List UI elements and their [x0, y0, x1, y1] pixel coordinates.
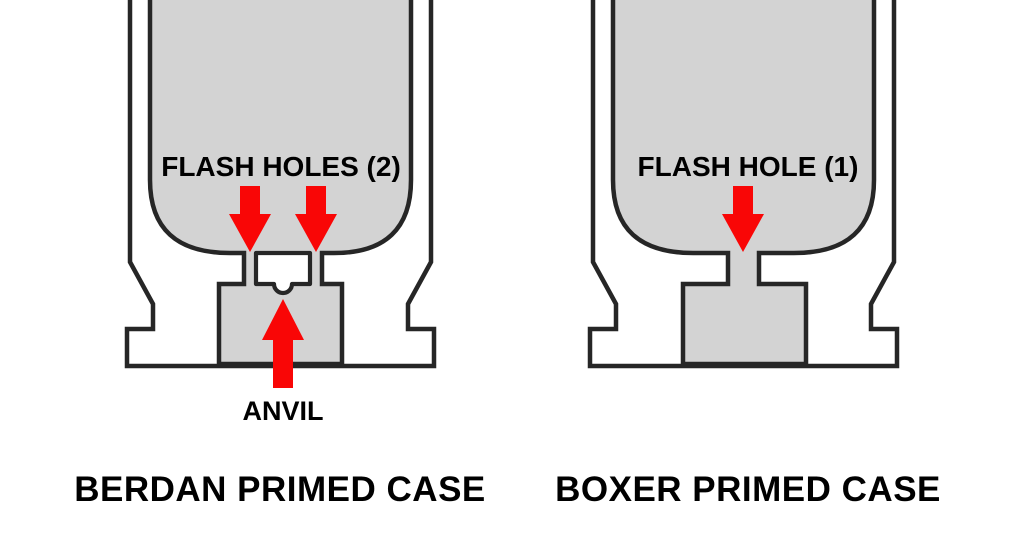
berdan-anvil-shape: [253, 250, 313, 296]
flash-hole-arrow-down-icon: [722, 186, 764, 252]
flash-hole-arrow-down-left-icon: [229, 186, 271, 252]
berdan-flash-holes-label: FLASH HOLES (2): [161, 151, 401, 182]
berdan-caption: BERDAN PRIMED CASE: [74, 470, 486, 509]
boxer-caption: BOXER PRIMED CASE: [555, 470, 941, 509]
boxer-case-diagram: FLASH HOLE (1) BOXER PRIMED CASE: [555, 0, 941, 509]
berdan-case-interior: [147, 0, 414, 367]
berdan-anvil-label: ANVIL: [243, 396, 324, 426]
flash-hole-arrow-down-right-icon: [295, 186, 337, 252]
boxer-case-interior: [610, 0, 877, 367]
boxer-flash-hole-label: FLASH HOLE (1): [638, 151, 859, 182]
berdan-case-diagram: FLASH HOLES (2) ANVIL BERDAN PRIMED CASE: [74, 0, 486, 509]
anvil-arrow-up-icon: [262, 299, 304, 388]
